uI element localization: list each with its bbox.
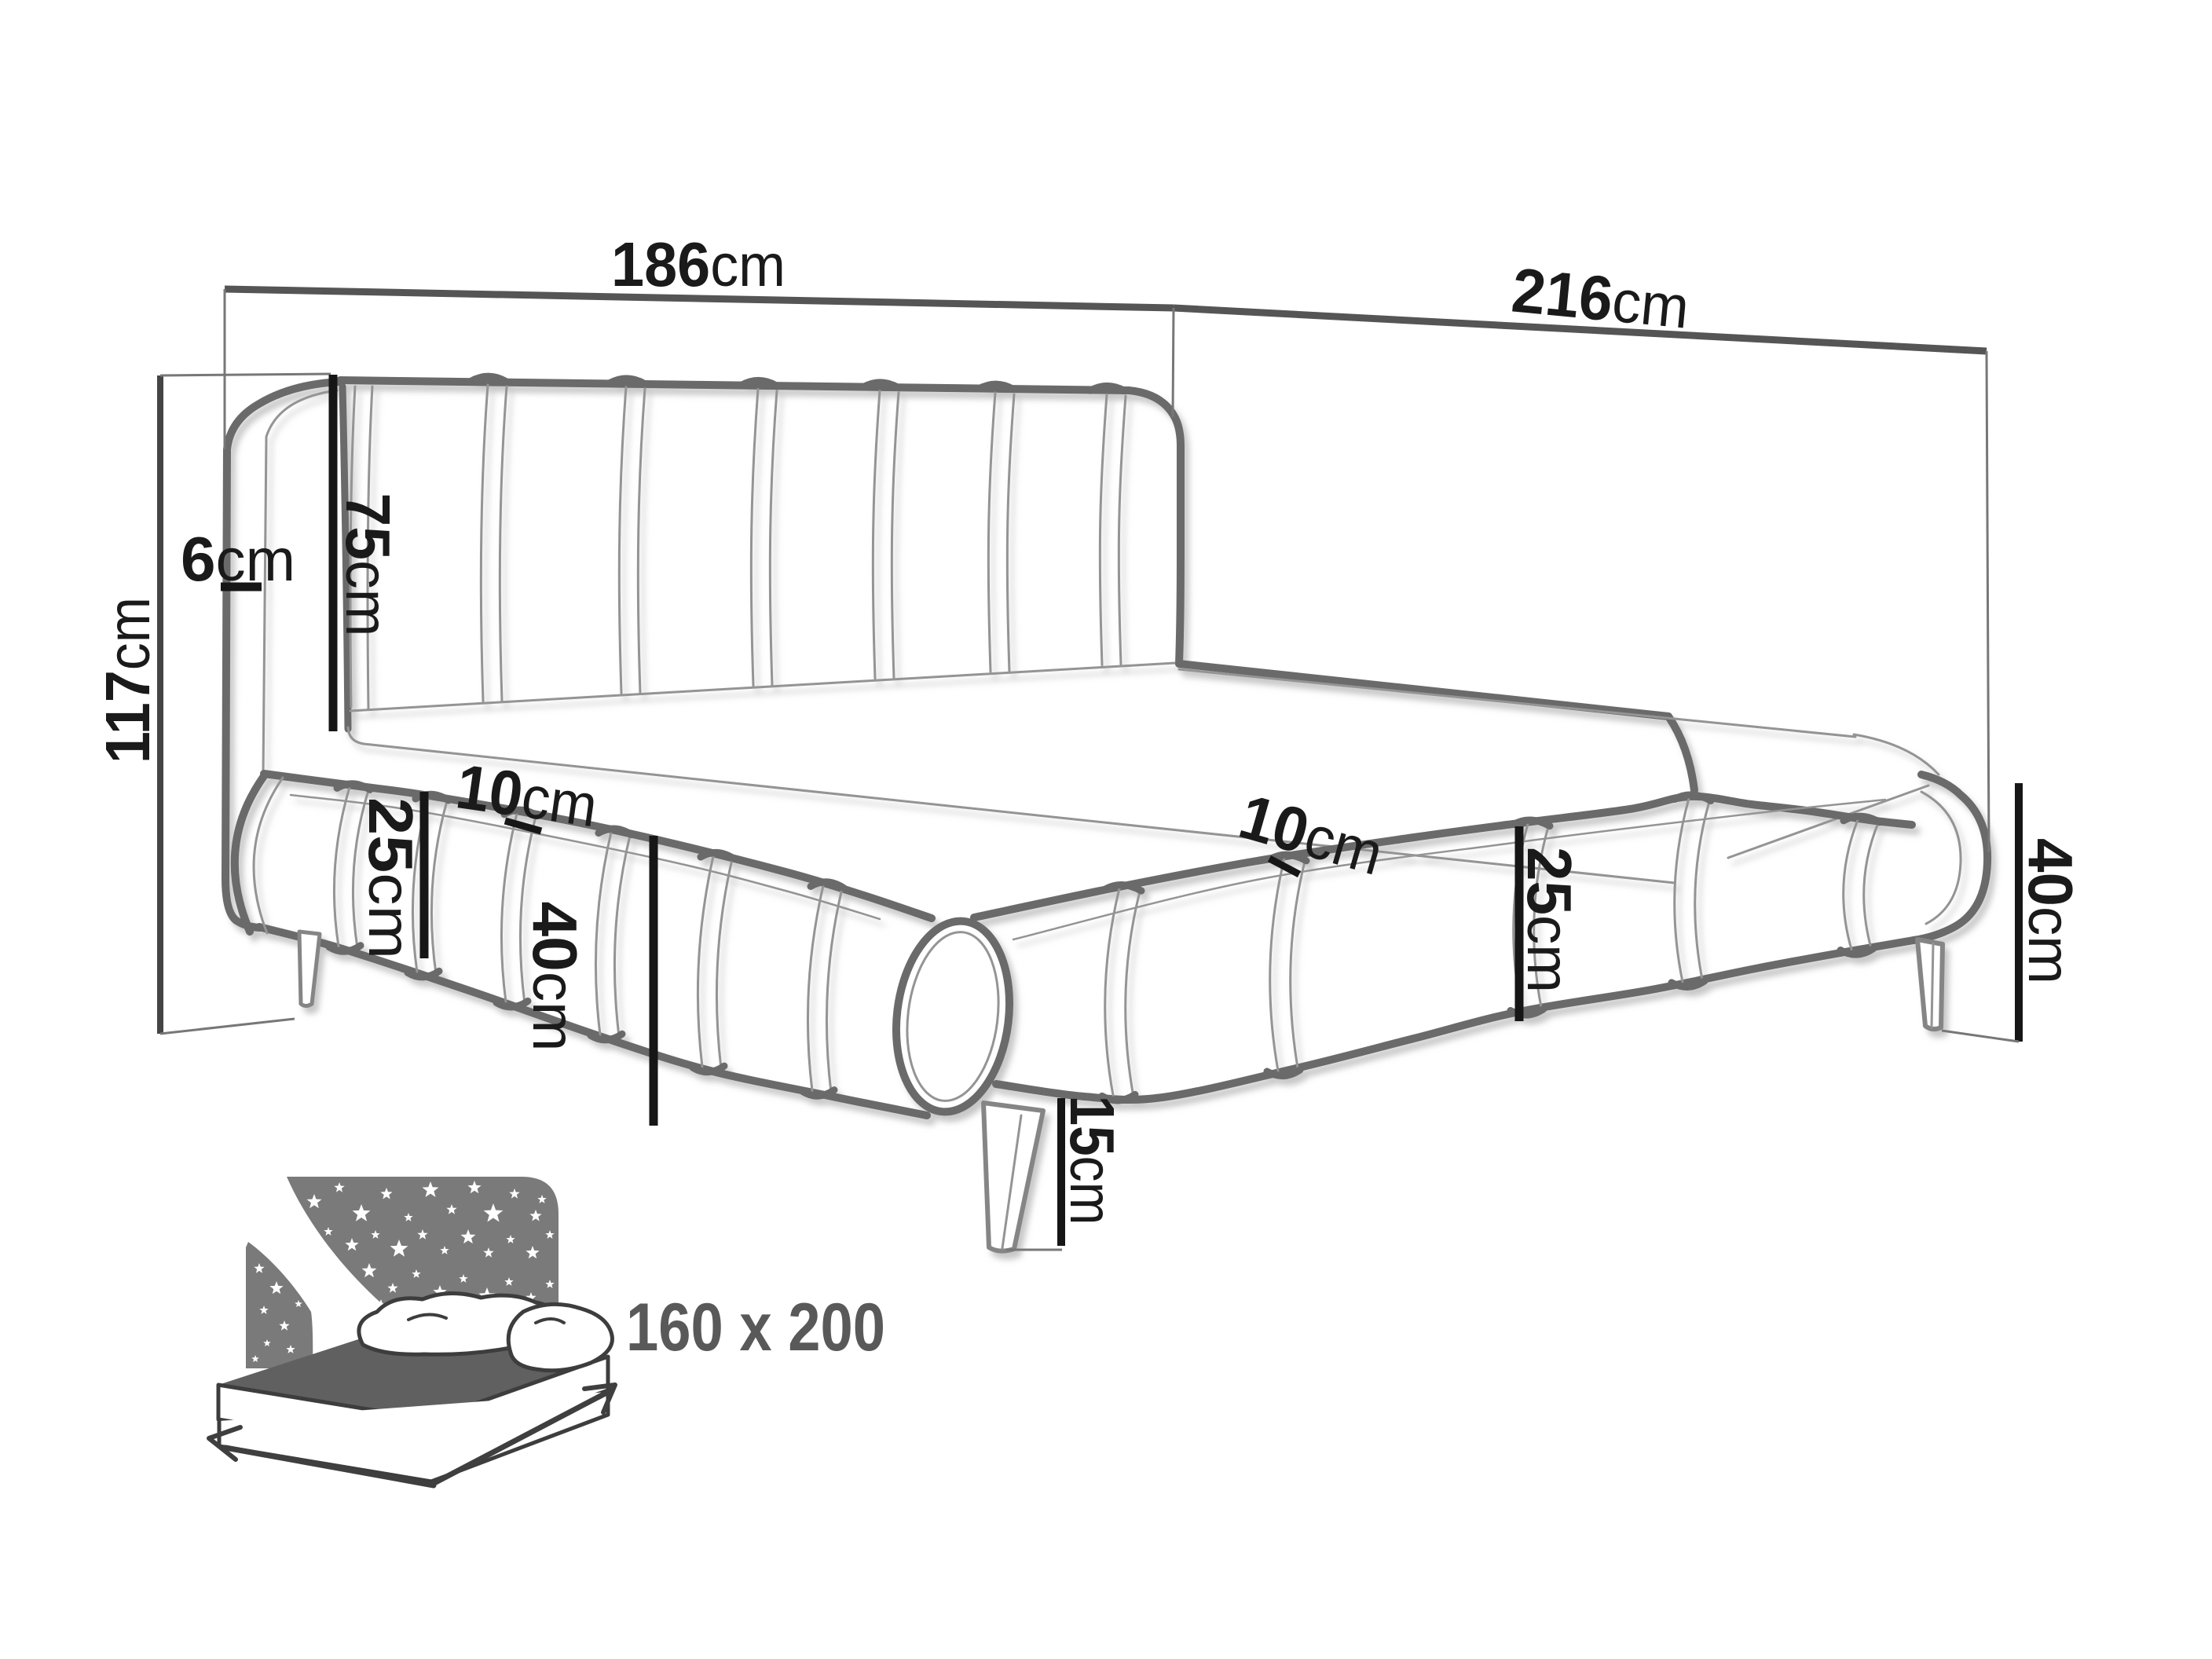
svg-text:186cm: 186cm xyxy=(611,229,786,299)
svg-text:6cm: 6cm xyxy=(181,524,295,594)
svg-text:40cm: 40cm xyxy=(520,902,590,1052)
svg-text:160 x 200: 160 x 200 xyxy=(626,1290,885,1365)
svg-text:117cm: 117cm xyxy=(93,597,163,764)
svg-text:25cm: 25cm xyxy=(356,797,426,959)
svg-text:75cm: 75cm xyxy=(333,493,403,637)
svg-text:25cm: 25cm xyxy=(1514,847,1584,993)
svg-text:40cm: 40cm xyxy=(2016,838,2086,984)
svg-text:15cm: 15cm xyxy=(1057,1096,1127,1225)
